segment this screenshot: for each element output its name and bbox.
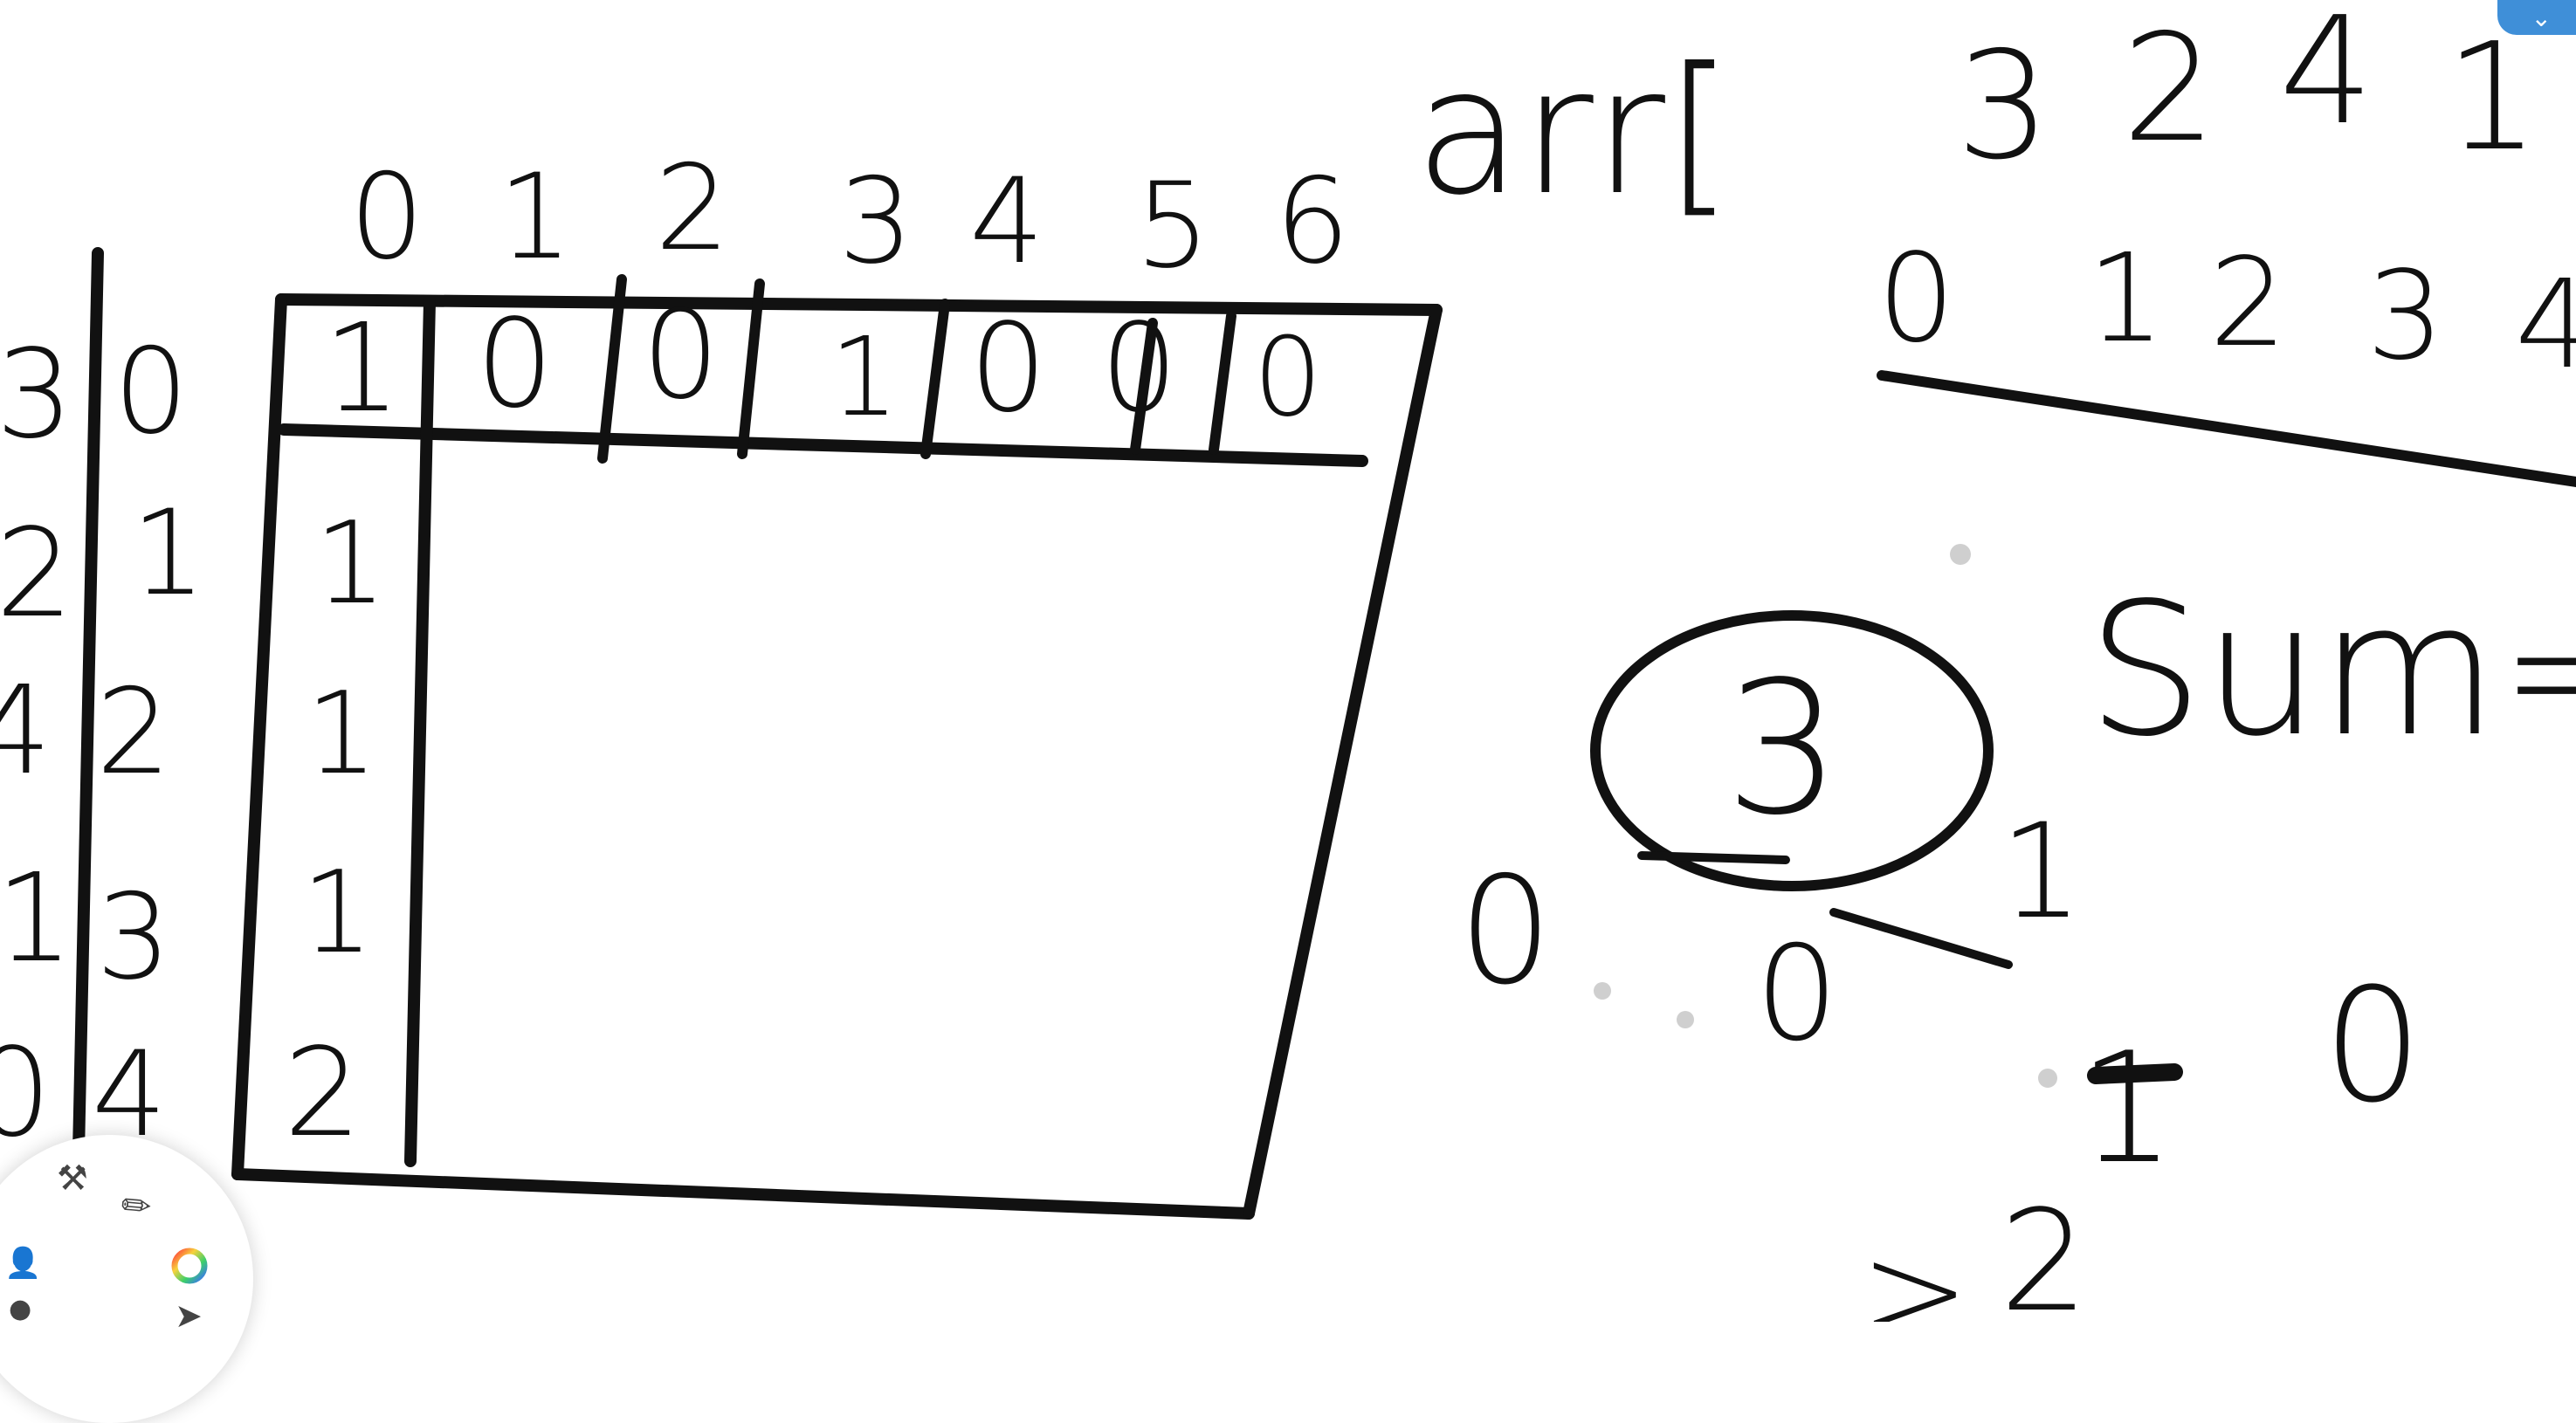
arr-index: 0 [1877, 228, 1955, 370]
cell-value: 1 [306, 667, 378, 800]
cell-value: 2 [284, 1022, 362, 1165]
drawing-canvas[interactable]: 0 1 2 3 4 5 6 1 0 0 1 0 0 0 1 1 1 2 3 2 … [0, 0, 2576, 1322]
table-cell-divider [920, 299, 950, 459]
column-header: 4 [969, 153, 1044, 290]
row-index: 2 [96, 663, 171, 801]
tree-node: 2 [2000, 1179, 2089, 1322]
hammer-icon[interactable]: ⚒ [57, 1158, 88, 1199]
stray-dot [1950, 544, 1971, 565]
table-cell-divider [1209, 311, 1236, 455]
tree-node: 1 [2000, 796, 2083, 948]
cell-value: 1 [301, 846, 374, 979]
person-icon[interactable]: 👤 [4, 1246, 42, 1281]
row-value: 3 [0, 324, 73, 466]
cell-value: 0 [476, 293, 554, 436]
stray-dot [2038, 1069, 2057, 1088]
tree-node: 0 [2323, 955, 2423, 1138]
cell-value: 0 [1253, 314, 1323, 441]
table-top-line [275, 293, 1443, 316]
row-indices: 0 1 2 3 4 [92, 323, 206, 1163]
table-left-border [231, 293, 287, 1180]
row-value: 0 [0, 1022, 52, 1165]
sum-label: Sum= [2087, 563, 2576, 777]
recursion-tree: 3 0 1 0 1 0 2 > [1458, 544, 2423, 1322]
tree-root-value: 3 [1725, 642, 1842, 856]
arr-index: 4 [2515, 254, 2576, 396]
arr-index: 1 [2087, 228, 2165, 370]
arr-value: 4 [2279, 0, 2373, 158]
table-cell-divider [737, 278, 765, 459]
cell-value: 1 [314, 497, 387, 629]
tree-edge [2087, 1063, 2183, 1084]
table-bottom-line [231, 1168, 1255, 1220]
brush-icon[interactable]: ✎ [113, 1181, 162, 1232]
table-cell-divider [597, 274, 627, 464]
arr-underline [1877, 370, 2576, 487]
arr-value: 1 [2445, 11, 2539, 184]
arr-value: 2 [2122, 3, 2216, 175]
table-first-col-divider [404, 295, 436, 1167]
table-cell-divider [1130, 318, 1158, 455]
column-header: 1 [498, 148, 573, 285]
dot-icon[interactable]: ● [9, 1294, 32, 1324]
tree-root-circle [1590, 610, 1994, 891]
row-values: 3 2 4 1 0 [0, 324, 73, 1165]
tree-arrow: > [1860, 1215, 1970, 1322]
chevron-down-icon: ⌄ [2531, 3, 2552, 32]
row-value: 4 [0, 660, 52, 802]
cell-value: 1 [323, 298, 401, 440]
tree-node: 1 [2078, 1021, 2175, 1198]
table-right-border [1243, 304, 1443, 1220]
cell-value: 0 [1100, 298, 1178, 440]
cell-value: 1 [830, 314, 899, 441]
tree-node: 0 [1755, 918, 1838, 1070]
row-index: 0 [114, 323, 189, 460]
arr-index: 2 [2209, 232, 2287, 375]
corner-tab[interactable]: ⌄ [2497, 0, 2576, 35]
table-row-divider [278, 423, 1368, 467]
pointer-icon[interactable]: ➤ [175, 1296, 203, 1335]
color-wheel-icon[interactable] [170, 1247, 209, 1291]
first-row-cells: 1 0 0 1 0 0 0 [323, 285, 1323, 441]
column-header: 6 [1275, 153, 1350, 290]
tree-edge [1829, 908, 2013, 969]
column-header: 5 [1135, 157, 1210, 294]
row-index: 1 [131, 485, 206, 622]
row-value: 1 [0, 848, 73, 990]
arr-index: 3 [2366, 245, 2444, 388]
arr-value: 3 [1956, 20, 2050, 193]
column-header: 2 [655, 140, 730, 277]
tree-edge [1637, 851, 1790, 864]
row-index: 3 [96, 869, 171, 1006]
column-headers: 0 1 2 3 4 5 6 [349, 140, 1350, 294]
cell-value: 0 [969, 298, 1047, 440]
cell-value: 0 [642, 285, 720, 427]
dp-table [72, 247, 1443, 1220]
column-header: 3 [838, 153, 913, 290]
arr-label: arr[ [1415, 31, 1733, 234]
row-label-separator [72, 247, 104, 1158]
stray-dot [1594, 982, 1611, 1000]
tree-node: 0 [1458, 845, 1553, 1018]
column-header: 0 [349, 148, 424, 285]
first-column-cells: 1 1 1 2 [284, 497, 387, 1165]
row-value: 2 [0, 503, 73, 645]
stray-dot [1677, 1011, 1694, 1028]
arr-indices: 0 1 2 3 4 [1877, 228, 2576, 487]
arr-expression: arr[ 3 2 4 1 [1415, 0, 2539, 234]
